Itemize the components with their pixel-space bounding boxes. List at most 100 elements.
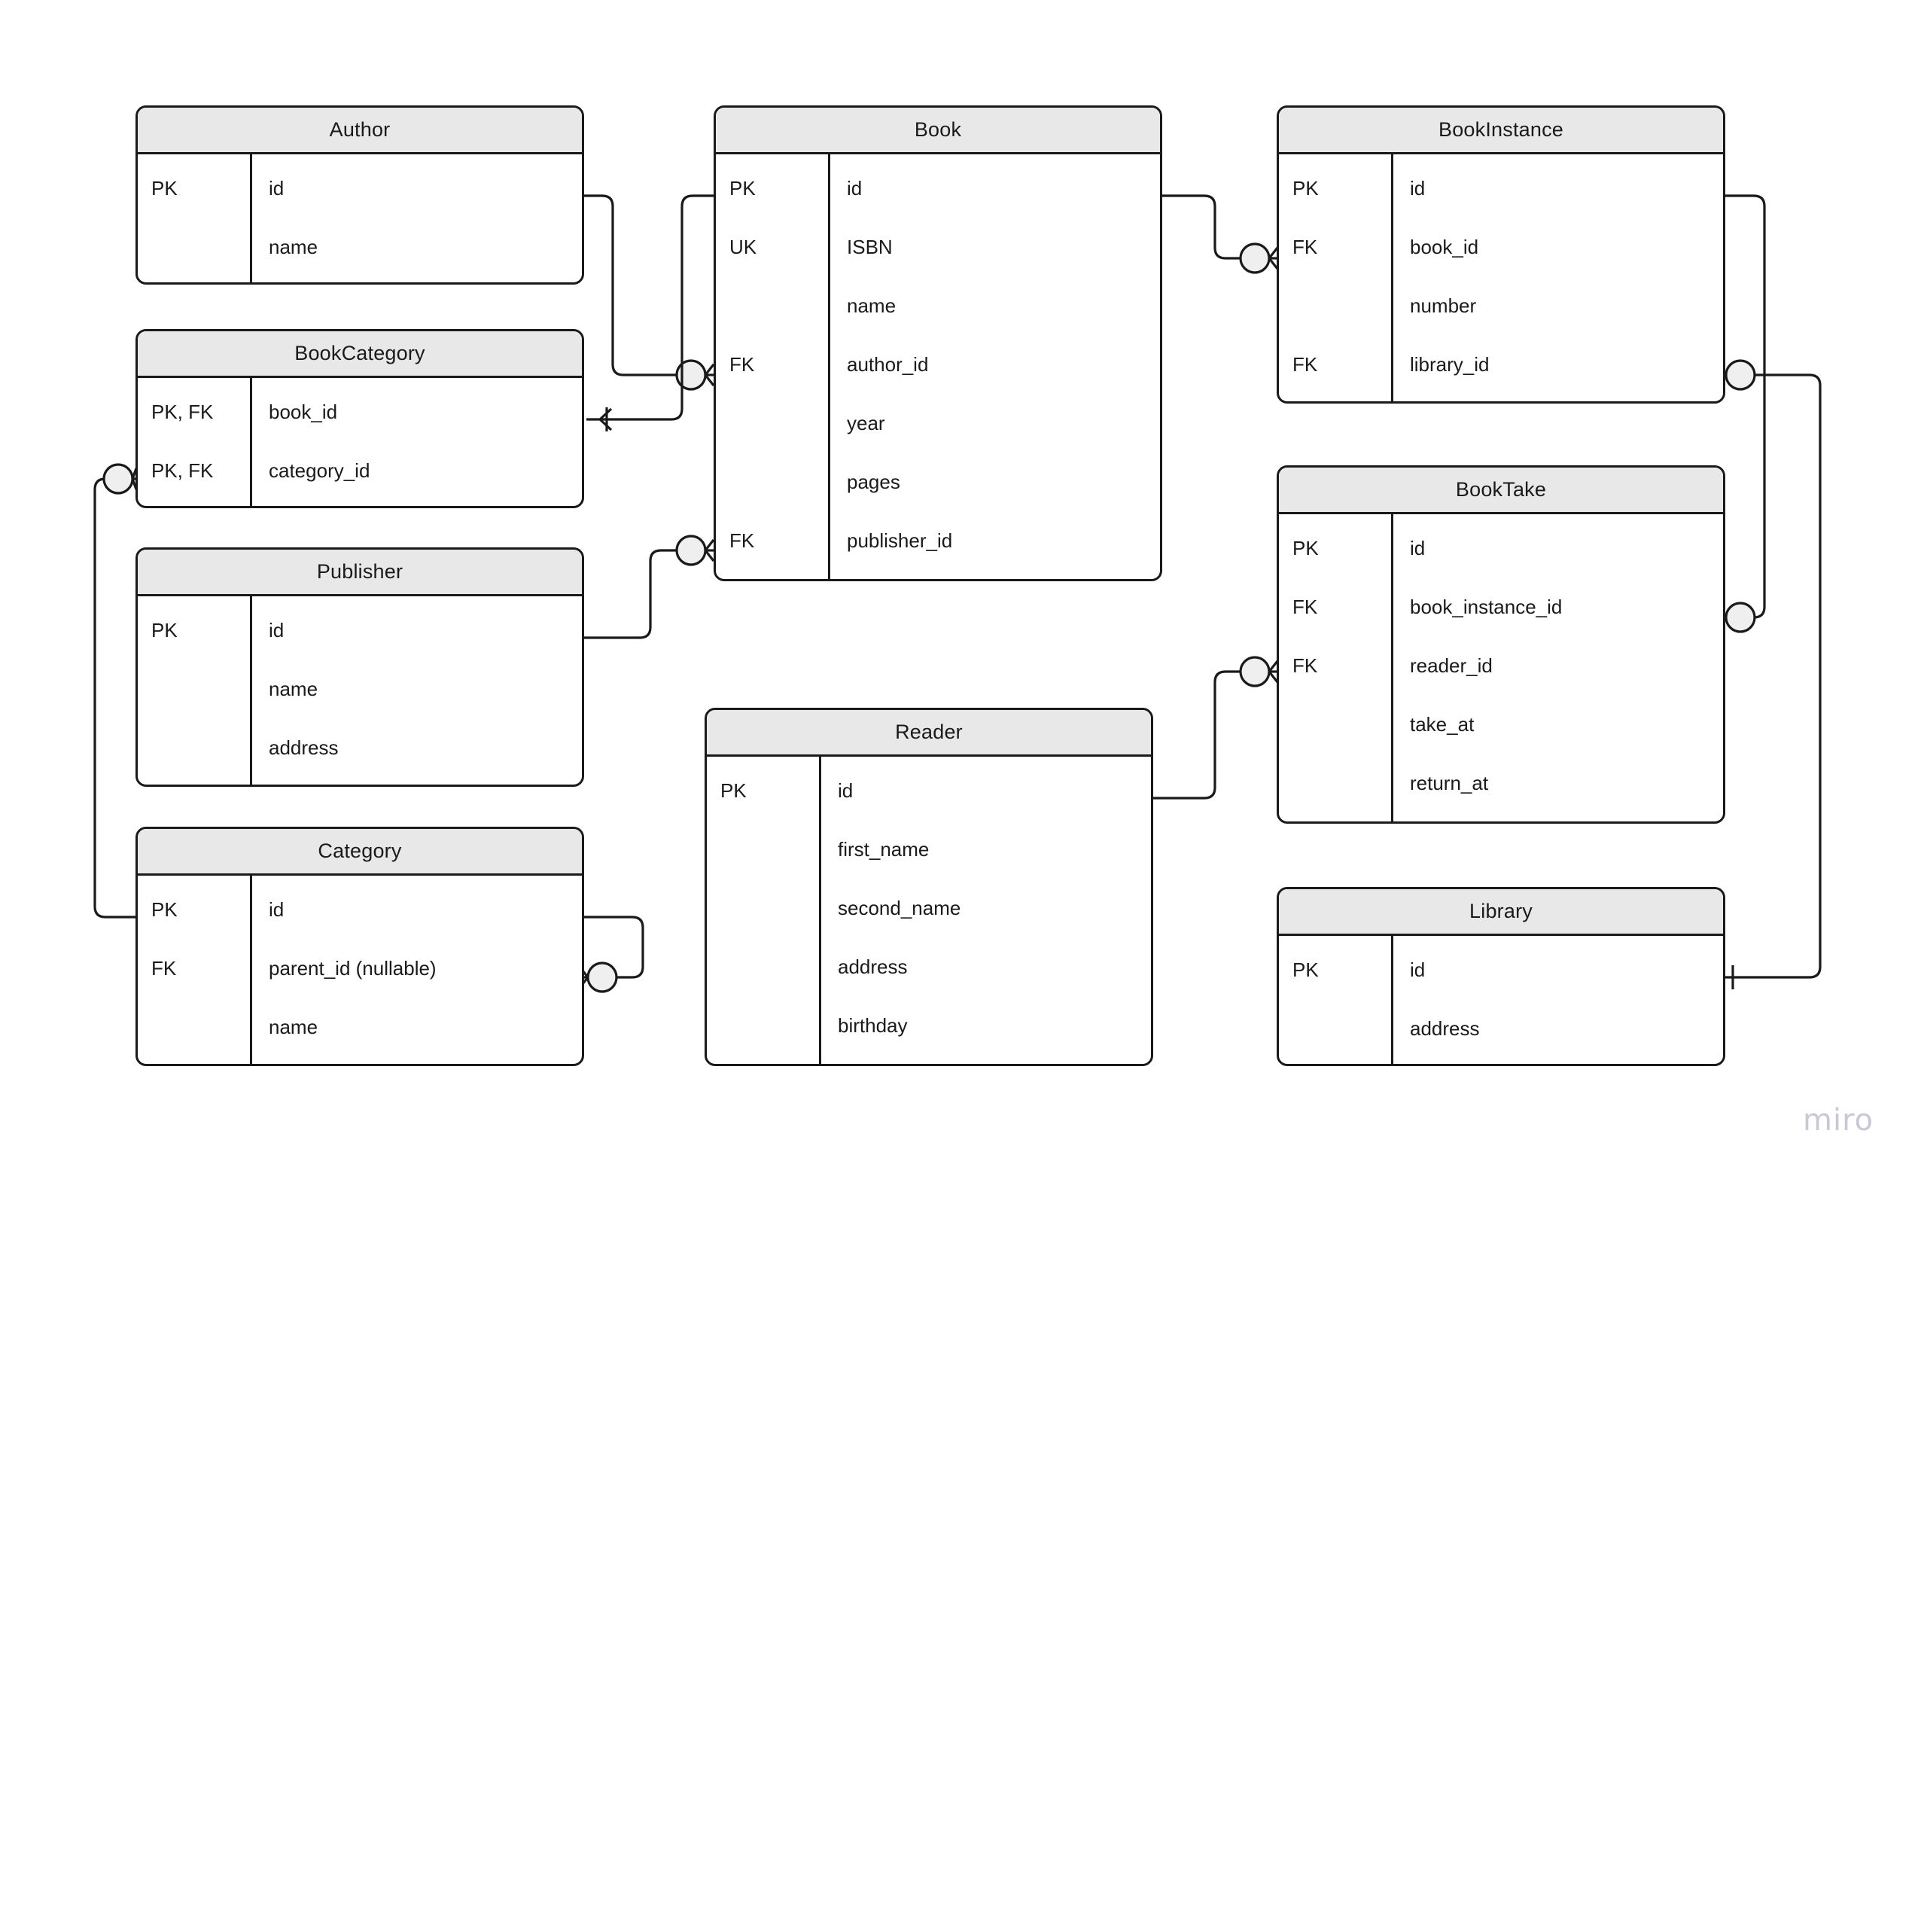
attribute-cell: library_id [1410,352,1490,376]
key-cell [707,937,819,996]
key-cell: PK [720,779,747,802]
entity-title: Library [1279,889,1723,936]
attribute-cell: birthday [838,1013,908,1037]
relationship-book-to-bookcategory [586,194,714,431]
attribute-cell: second_name [838,896,961,919]
attribute-cell: address [838,955,908,978]
attribute-cell: book_id [269,400,338,423]
key-cell: FK [1292,654,1318,677]
attribute-cell: category_id [269,459,370,482]
key-cell [716,453,828,511]
key-cell: FK [729,529,755,552]
key-cell: FK [151,956,177,980]
entity-title: BookInstance [1279,108,1723,154]
key-cell [1279,754,1391,812]
key-cell [707,996,819,1055]
miro-watermark: miro [1803,1103,1874,1138]
key-cell: PK [1292,536,1319,559]
attribute-cell: ISBN [847,235,893,258]
key-column: PK FK [138,876,252,1064]
entity-body: PK, FK PK, FK book_id category_id [138,378,582,506]
key-cell [1279,276,1391,335]
attribute-column: book_id category_id [252,378,582,506]
attribute-cell: author_id [847,352,929,376]
attribute-cell: name [269,1015,318,1038]
key-cell: PK, FK [151,400,214,423]
key-cell [1279,695,1391,754]
key-cell: PK, FK [151,459,214,482]
attribute-cell: name [847,294,897,317]
relationship-reader-to-booktake [1153,656,1279,800]
attribute-cell: return_at [1410,771,1489,794]
entity-title: BookTake [1279,468,1723,514]
key-cell [707,879,819,937]
key-column: PK [138,154,252,282]
attribute-cell: id [1410,536,1426,559]
key-cell [138,660,250,718]
attribute-cell: first_name [838,837,930,861]
entity-body: PK id name address [138,596,582,785]
key-cell [707,820,819,879]
entity-title: Book [716,108,1160,154]
attribute-cell: address [269,736,339,759]
key-cell: FK [729,352,755,376]
attribute-cell: book_instance_id [1410,595,1563,618]
relationship-author-to-book [584,194,715,391]
key-cell: FK [1292,352,1318,376]
key-cell [138,718,250,777]
entity-title: BookCategory [138,331,582,378]
relationship-book-to-bookinstance [1162,194,1279,274]
entity-title: Publisher [138,550,582,596]
attribute-cell: number [1410,294,1477,317]
entity-title: Category [138,829,582,876]
attribute-column: id name address [252,596,582,785]
key-cell: PK [151,897,178,921]
relationship-category-to-bookcategory [93,463,138,919]
key-cell: PK [1292,958,1319,981]
key-cell [716,276,828,335]
key-column: PK [1279,936,1393,1064]
attribute-cell: parent_id (nullable) [269,956,437,980]
key-cell [138,998,250,1056]
attribute-cell: reader_id [1410,654,1493,677]
key-column: PK, FK PK, FK [138,378,252,506]
attribute-cell: id [1410,958,1426,981]
attribute-cell: publisher_id [847,529,953,552]
entity-title: Reader [707,710,1151,757]
key-cell: PK [151,176,178,200]
attribute-cell: id [1410,176,1426,200]
key-cell: PK [729,176,756,200]
key-column: PK [138,596,252,785]
relationship-category-self-parent [578,916,644,993]
attribute-cell: id [269,176,285,200]
attribute-cell: id [269,618,285,641]
relationship-publisher-to-book [584,535,715,639]
attribute-cell: name [269,677,318,700]
key-cell [138,218,250,276]
attribute-cell: id [838,779,854,802]
key-cell: PK [151,618,178,641]
attribute-cell: year [847,411,885,434]
